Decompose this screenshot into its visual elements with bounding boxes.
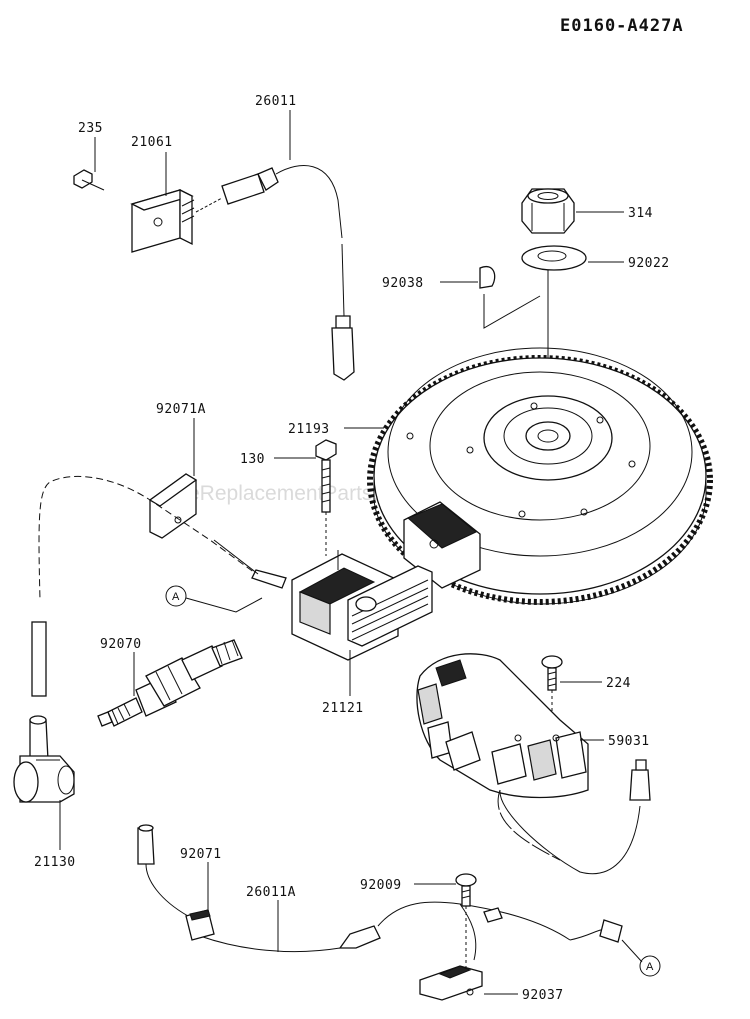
lead-wire-26011: [221, 165, 355, 381]
label-92038: 92038: [382, 276, 424, 291]
label-92071: 92071: [180, 847, 222, 862]
label-92009: 92009: [360, 878, 402, 893]
dash-21061: [195, 197, 223, 213]
wire-sleeve: [31, 621, 47, 697]
screw-224: [541, 655, 563, 730]
key-guide-line: [483, 294, 541, 329]
callout-a-bottom: A: [621, 939, 661, 977]
label-26011A: 26011A: [246, 885, 296, 900]
nut-314: [521, 188, 575, 234]
label-92022: 92022: [628, 256, 670, 271]
terminal-92037: [419, 965, 483, 1001]
svg-text:A: A: [646, 961, 654, 973]
plug-cap-21130: [13, 715, 75, 803]
label-21193: 21193: [288, 422, 330, 437]
label-21061: 21061: [131, 135, 173, 150]
washer-92022: [521, 245, 587, 271]
watermark: eReplacementParts.com: [188, 482, 418, 505]
label-92037: 92037: [522, 988, 564, 1003]
clip-92071A: [148, 473, 198, 539]
label-21121: 21121: [322, 701, 364, 716]
regulator-21061: [130, 188, 195, 253]
diagram-code: E0160-A427A: [560, 16, 684, 36]
label-59031: 59031: [608, 734, 650, 749]
label-26011: 26011: [255, 94, 297, 109]
wire-harness-26011A: [137, 824, 623, 961]
label-92071A: 92071A: [156, 402, 206, 417]
ignition-wire: [38, 475, 271, 601]
flywheel-21193: [367, 347, 713, 605]
label-92070: 92070: [100, 637, 142, 652]
spark-plug-92070: [97, 639, 243, 727]
clip-92071: [185, 909, 215, 941]
screw-235: [73, 169, 105, 191]
stator-59031: [416, 653, 651, 875]
callout-a-top: A: [165, 585, 263, 613]
label-130: 130: [240, 452, 265, 467]
label-224: 224: [606, 676, 631, 691]
svg-text:A: A: [172, 591, 180, 603]
ignition-coil-21121: [213, 539, 433, 661]
label-235: 235: [78, 121, 103, 136]
key-92038: [479, 265, 496, 289]
label-314: 314: [628, 206, 653, 221]
label-21130: 21130: [34, 855, 76, 870]
bolt-130: [315, 439, 337, 556]
